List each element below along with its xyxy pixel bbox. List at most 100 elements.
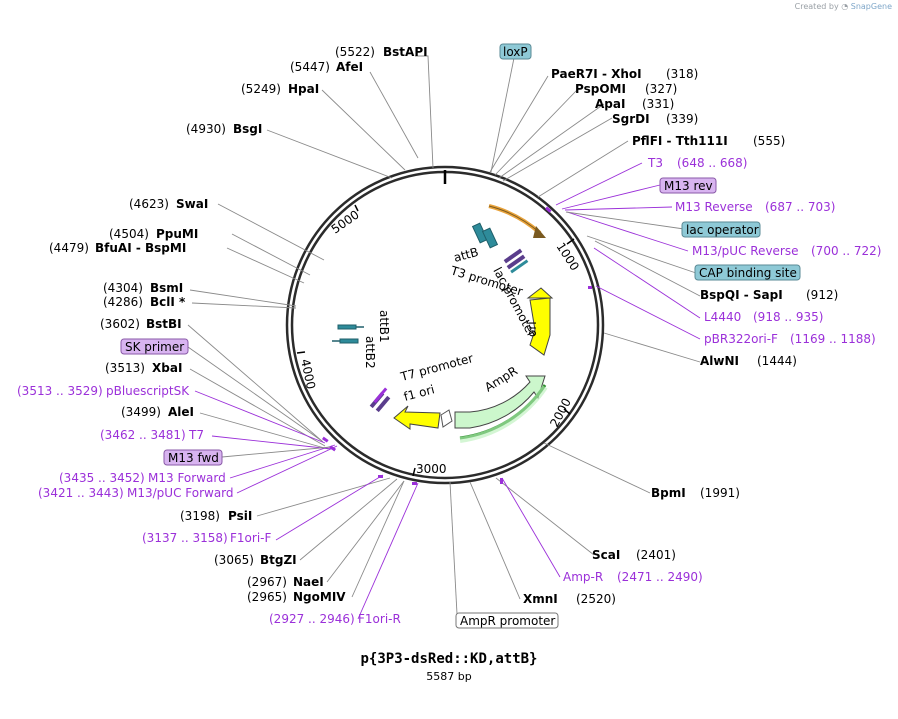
enzyme-pos-3198: (3198)	[180, 509, 220, 523]
enzyme-apai: ApaI	[595, 97, 625, 111]
enzyme-bfuai-bspmi: BfuAI - BspMI	[95, 241, 186, 255]
primer-pbr322ori-f-range: (1169 .. 1188)	[790, 332, 876, 346]
lac-promoter-marks	[503, 248, 529, 274]
primer-amp-r-range: (2471 .. 2490)	[617, 570, 703, 584]
primer-m13-puc-forward-range: (3421 .. 3443)	[38, 486, 124, 500]
enzyme-pos-1444: (1444)	[757, 354, 797, 368]
primer-l4440: L4440	[704, 310, 741, 324]
enzyme-scai: ScaI	[592, 548, 620, 562]
enzyme-pos-339: (339)	[666, 112, 698, 126]
enzyme-bsgi: BsgI	[233, 122, 262, 136]
enzyme-bstbi: BstBI	[146, 317, 182, 331]
enzyme-pos-3065: (3065)	[214, 553, 254, 567]
attb2-marks	[332, 338, 359, 344]
enzyme-pos-4504: (4504)	[109, 227, 149, 241]
enzyme-naei: NaeI	[293, 575, 324, 589]
primer-pbluescriptsk-range: (3513 .. 3529)	[17, 384, 103, 398]
feature-box-cap-binding-site: CAP binding site	[694, 264, 801, 281]
feature-lac-operator-label: lac operator	[686, 223, 759, 237]
enzyme-afei: AfeI	[336, 60, 363, 74]
enzyme-ngomiv: NgoMIV	[293, 590, 346, 604]
ampr-promoter-arrow	[440, 409, 453, 428]
enzyme-bsmi: BsmI	[150, 281, 183, 295]
enzyme-alei: AleI	[168, 405, 194, 419]
t7-promoter-marks	[369, 387, 391, 413]
plasmid-name: p{3P3-dsRed::KD,attB}	[360, 651, 538, 667]
enzyme-pos-5249: (5249)	[241, 82, 281, 96]
enzyme-pos-1991: (1991)	[700, 486, 740, 500]
inner-label-f1-ori: f1 ori	[402, 382, 436, 404]
primer-pbr322ori-f: pBR322ori-F	[704, 332, 778, 346]
enzyme-paer7i-xhoi: PaeR7I - XhoI	[551, 67, 642, 81]
inner-label-attb1: attB1	[377, 310, 391, 343]
enzyme-pspomi: PspOMI	[575, 82, 626, 96]
feature-loxp-label: loxP	[503, 45, 528, 59]
enzyme-pos-3602: (3602)	[100, 317, 140, 331]
enzyme-alwni: AlwNI	[700, 354, 739, 368]
feature-box-loxp: loxP	[499, 43, 532, 60]
ring-marks	[321, 206, 592, 485]
inner-label-ori: ori	[525, 321, 539, 337]
feature-leader-lines	[187, 57, 697, 615]
enzyme-pos-4930: (4930)	[186, 122, 226, 136]
plasmid-length: 5587 bp	[426, 670, 472, 683]
primer-t7-range: (3462 .. 3481)	[100, 428, 186, 442]
enzyme-pos-4479: (4479)	[49, 241, 89, 255]
primer-t7: T7	[188, 428, 204, 442]
tick-3000: 3000	[412, 462, 447, 477]
enzyme-pos-4304: (4304)	[103, 281, 143, 295]
feature-box-sk-primer: SK primer	[120, 338, 189, 355]
enzyme-pflfi-tth111i: PflFI - Tth111I	[632, 134, 728, 148]
inner-label-attb2: attB2	[363, 336, 377, 369]
primer-m13-forward-range: (3435 .. 3452)	[59, 471, 145, 485]
enzyme-pos-4286: (4286)	[103, 295, 143, 309]
enzyme-psii: PsiI	[228, 509, 252, 523]
enzyme-pos-331: (331)	[642, 97, 674, 111]
enzyme-pos-2965: (2965)	[247, 590, 287, 604]
enzyme-pos-318: (318)	[666, 67, 698, 81]
inner-label-attb: attB	[452, 245, 480, 265]
feature-cap-binding-site-label: CAP binding site	[699, 266, 797, 280]
enzyme-pos-3513: (3513)	[105, 361, 145, 375]
primer-f1ori-f-range: (3137 .. 3158)	[142, 531, 228, 545]
f1-ori-arrow	[393, 405, 441, 430]
enzyme-bcli: BclI *	[150, 295, 186, 309]
feature-m13-rev-label: M13 rev	[664, 179, 713, 193]
primer-m13-puc-reverse: M13/pUC Reverse	[692, 244, 799, 258]
orange-feature-arc	[488, 204, 542, 235]
primer-t3-range: (648 .. 668)	[677, 156, 747, 170]
enzyme-pos-5447: (5447)	[290, 60, 330, 74]
enzyme-xmni: XmnI	[523, 592, 558, 606]
tick-label-4000: 4000	[298, 358, 318, 391]
primer-t3: T3	[647, 156, 663, 170]
enzyme-leader-lines	[187, 55, 701, 600]
primer-m13-forward: M13 Forward	[148, 471, 226, 485]
enzyme-pos-2967: (2967)	[247, 575, 287, 589]
enzyme-pos-555: (555)	[753, 134, 785, 148]
tick-label-3000: 3000	[416, 462, 447, 476]
enzyme-pos-912: (912)	[806, 288, 838, 302]
credit-brand: SnapGene	[850, 2, 892, 11]
tick-1000: 1000	[553, 238, 582, 273]
primer-m13-puc-forward: M13/pUC Forward	[127, 486, 234, 500]
feature-ampr-promoter-label: AmpR promoter	[460, 614, 555, 628]
primer-leader-lines	[194, 162, 701, 620]
snapgene-credit: Created by ◔ SnapGene	[795, 2, 892, 11]
feature-box-lac-operator: lac operator	[681, 221, 761, 238]
enzyme-pos-327: (327)	[645, 82, 677, 96]
inner-label-ampr: AmpR	[482, 364, 520, 395]
enzyme-hpai: HpaI	[288, 82, 319, 96]
feature-box-ampr-promoter: AmpR promoter	[455, 612, 559, 629]
primer-pbluescriptsk: pBluescriptSK	[106, 384, 190, 398]
primer-amp-r: Amp-R	[563, 570, 603, 584]
enzyme-pos-3499: (3499)	[121, 405, 161, 419]
enzyme-btgzi: BtgZI	[260, 553, 297, 567]
enzyme-swai: SwaI	[176, 197, 208, 211]
primer-f1ori-r: F1ori-R	[358, 612, 401, 626]
enzyme-pos-5522: (5522)	[335, 45, 375, 59]
enzyme-ppumi: PpuMI	[156, 227, 198, 241]
enzyme-pos-2520: (2520)	[576, 592, 616, 606]
inner-label-t7-promoter: T7 promoter	[398, 351, 475, 384]
